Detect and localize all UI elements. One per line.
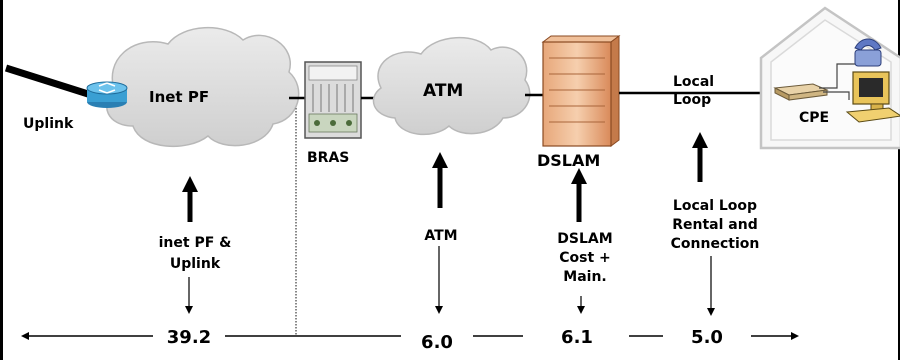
loop-cost-arrow — [692, 132, 708, 182]
atm-cost-value: 6.0 — [421, 332, 453, 353]
dslam-cost-arrow — [571, 168, 587, 222]
local-loop-label-line2: Loop — [673, 92, 711, 108]
inet-pf-cloud — [106, 27, 300, 148]
router-icon — [86, 81, 128, 108]
cpe-label: CPE — [799, 110, 829, 126]
dslam-label: DSLAM — [537, 151, 600, 170]
dslam-cost-label-line3: Main. — [563, 269, 606, 285]
inet-cost-label-line2: Uplink — [170, 256, 221, 272]
atm-cost-arrow — [432, 152, 448, 208]
dslam-cost-label-line1: DSLAM — [557, 231, 612, 247]
computer-icon — [845, 71, 900, 123]
modem-icon — [773, 83, 829, 101]
inet-cost-label-line1: inet PF & — [159, 235, 232, 251]
inet-cost-value: 39.2 — [167, 327, 211, 348]
atm-cloud-label: ATM — [423, 81, 463, 101]
dslam-cost-label-line2: Cost + — [559, 250, 611, 266]
loop-cost-label-line2: Rental and — [672, 217, 758, 233]
atm-cloud — [372, 37, 531, 136]
loop-cost-value: 5.0 — [691, 327, 723, 348]
dslam-icon — [541, 35, 621, 147]
bras-label: BRAS — [307, 150, 349, 166]
inet-cost-arrow — [182, 176, 198, 222]
loop-cost-label-line1: Local Loop — [673, 198, 757, 214]
bras-device-icon — [304, 61, 362, 139]
telephone-icon — [854, 38, 882, 67]
loop-cost-label-line3: Connection — [671, 236, 760, 252]
local-loop-label-line1: Local — [673, 74, 714, 90]
inet-pf-label: Inet PF — [149, 88, 209, 106]
dslam-cost-value: 6.1 — [561, 327, 593, 348]
atm-cost-label: ATM — [424, 228, 457, 244]
uplink-label: Uplink — [23, 116, 74, 132]
diagram-canvas: Uplink Inet PF BRAS ATM DSLAM Local Loop… — [4, 6, 900, 353]
